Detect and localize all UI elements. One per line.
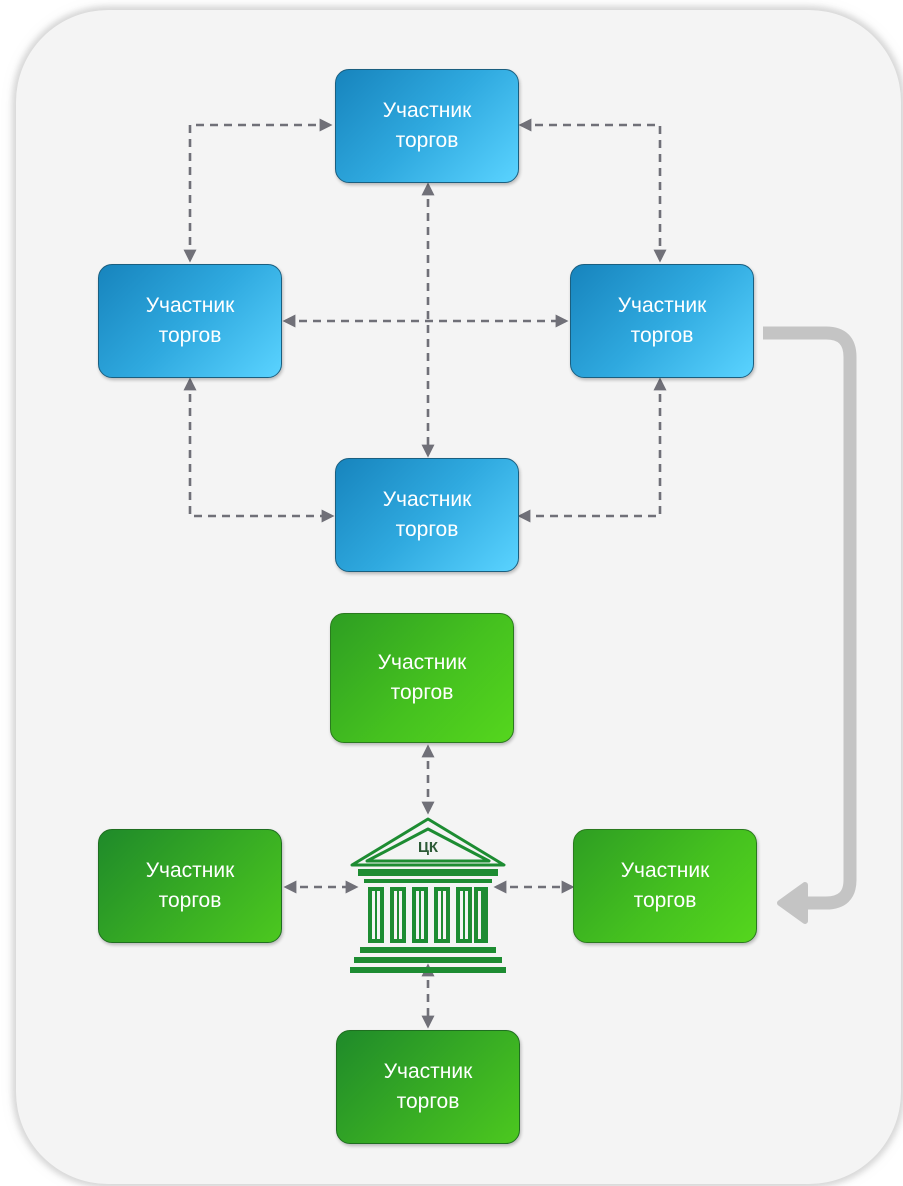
participant-label: Участник xyxy=(382,487,472,511)
participant-label: Участник xyxy=(382,98,472,122)
participant-node-left: Участник торгов xyxy=(98,264,282,378)
participant-label: Участник xyxy=(620,858,710,882)
connector-top-right xyxy=(518,118,667,263)
participant-node-top: Участник торгов xyxy=(335,69,519,183)
cleared-participant-top: Участник торгов xyxy=(330,613,514,743)
diagram-panel xyxy=(16,10,901,1184)
participant-label: Участник xyxy=(377,650,467,674)
connector-right-bottom xyxy=(517,377,667,523)
participant-label: торгов xyxy=(633,889,697,912)
ck-label: ЦК xyxy=(417,839,439,856)
cleared-participant-right: Участник торгов xyxy=(573,829,757,943)
cleared-participant-bottom: Участник торгов xyxy=(336,1030,520,1144)
participant-label: торгов xyxy=(395,129,459,152)
participant-label: Участник xyxy=(145,858,235,882)
participant-label: торгов xyxy=(630,324,694,347)
central-counterparty: ЦК xyxy=(344,817,512,975)
participant-label: торгов xyxy=(395,518,459,541)
connector-left-bottom xyxy=(183,377,335,523)
participant-label: Участник xyxy=(145,293,235,317)
bank-building-icon xyxy=(350,817,506,973)
participant-label: торгов xyxy=(158,324,222,347)
transition-arrow xyxy=(763,326,857,910)
participant-node-bottom: Участник торгов xyxy=(335,458,519,572)
participant-label: торгов xyxy=(390,681,454,704)
participant-label: торгов xyxy=(158,889,222,912)
transition-arrow-head xyxy=(777,882,808,924)
participant-node-right: Участник торгов xyxy=(570,264,754,378)
participant-label: торгов xyxy=(396,1090,460,1113)
connector-top-left xyxy=(183,118,333,263)
participant-label: Участник xyxy=(617,293,707,317)
participant-label: Участник xyxy=(383,1059,473,1083)
cleared-participant-left: Участник торгов xyxy=(98,829,282,943)
